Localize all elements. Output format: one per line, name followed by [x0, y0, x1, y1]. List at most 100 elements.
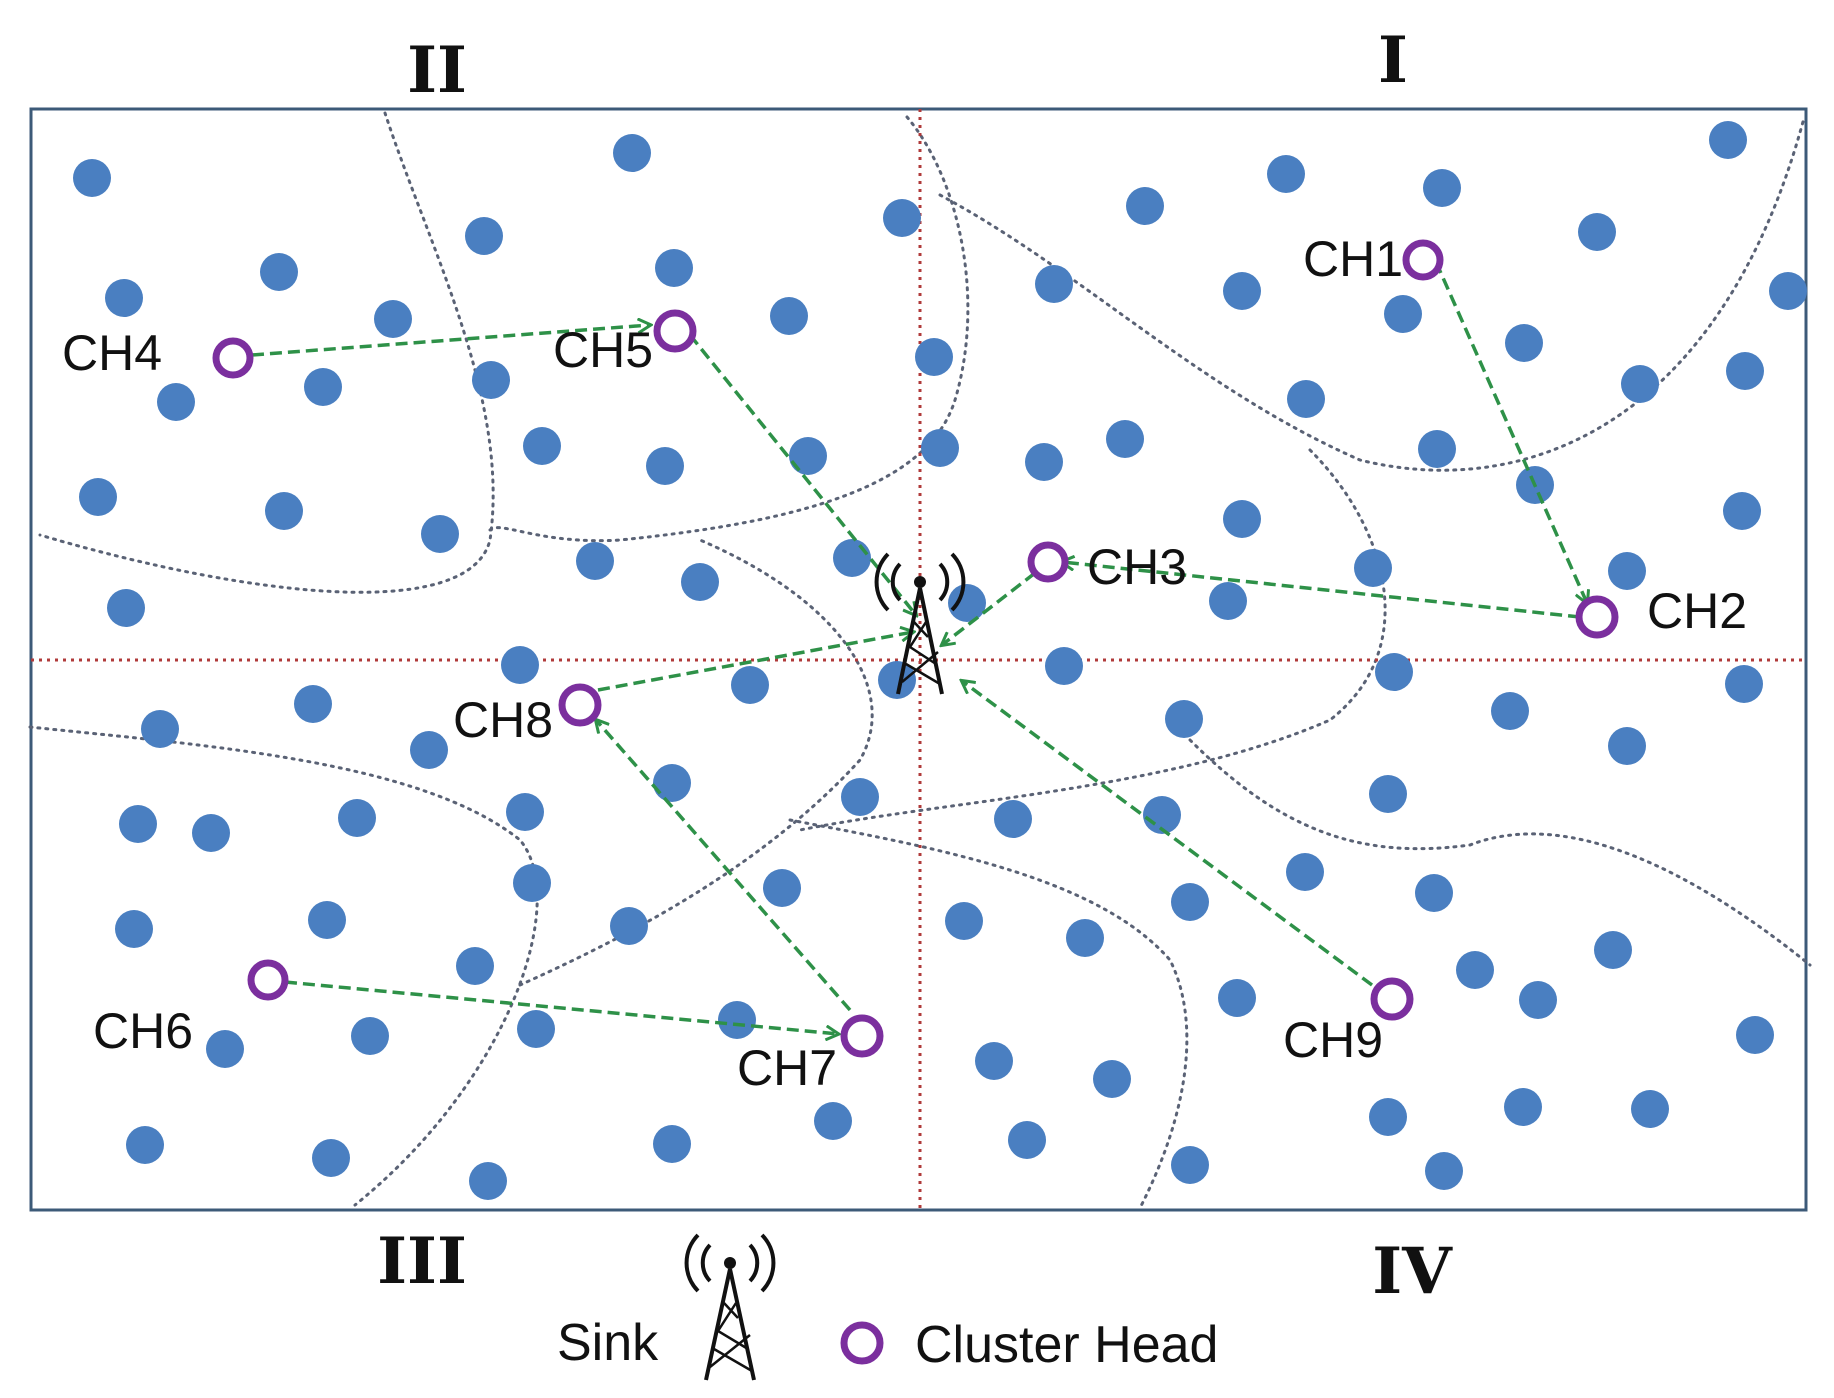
sensor-node	[421, 515, 459, 553]
sensor-node	[351, 1017, 389, 1055]
sensor-node	[1354, 549, 1392, 587]
sensor-node	[79, 478, 117, 516]
sensor-node	[613, 134, 651, 172]
cluster-head-label-ch7: CH7	[737, 1040, 837, 1096]
cluster-boundary	[28, 725, 539, 1207]
sensor-node	[157, 383, 195, 421]
sensor-node	[1106, 420, 1144, 458]
sensor-node	[1709, 121, 1747, 159]
sensor-node	[1415, 874, 1453, 912]
sensor-node	[1594, 931, 1632, 969]
sensor-node	[1631, 1090, 1669, 1128]
link-ch9-sink	[962, 681, 1374, 987]
sensor-node	[945, 902, 983, 940]
sensor-node	[1267, 155, 1305, 193]
cluster-boundary	[798, 448, 1387, 832]
sensor-node	[576, 542, 614, 580]
link-ch4-ch5	[251, 325, 650, 357]
cluster-head-label-ch1: CH1	[1303, 231, 1403, 287]
sensor-node	[1519, 981, 1557, 1019]
sensor-node	[192, 814, 230, 852]
sensor-node	[1384, 295, 1422, 333]
sensor-node	[948, 584, 986, 622]
cluster-head-ch3	[1027, 541, 1069, 583]
cluster-head-label-ch5: CH5	[553, 322, 653, 378]
cluster-heads	[212, 239, 1619, 1058]
sensor-node	[119, 805, 157, 843]
sensor-node	[646, 447, 684, 485]
sensor-node	[681, 563, 719, 601]
sensor-node	[1456, 951, 1494, 989]
cluster-boundary	[38, 111, 495, 594]
sensor-node	[456, 947, 494, 985]
sensor-node	[472, 361, 510, 399]
cluster-head-ch7	[840, 1014, 884, 1058]
sensor-node	[653, 764, 691, 802]
sensor-node	[883, 199, 921, 237]
legend: Sink Cluster Head	[557, 1233, 1218, 1381]
sensor-node	[1025, 443, 1063, 481]
sensor-nodes	[73, 121, 1807, 1200]
sensor-node	[1578, 213, 1616, 251]
sensor-node	[1218, 979, 1256, 1017]
link-ch2-ch3	[1062, 562, 1581, 619]
cluster-head-ch9	[1370, 977, 1414, 1021]
quadrant-label-4: IV	[1372, 1234, 1453, 1309]
sensor-node	[1769, 272, 1807, 310]
sensor-node	[994, 800, 1032, 838]
legend-sink-icon	[684, 1233, 776, 1381]
sensor-node	[304, 368, 342, 406]
cluster-head-label-ch8: CH8	[453, 692, 553, 748]
sensor-node	[1287, 380, 1325, 418]
sensor-node	[763, 869, 801, 907]
cluster-head-ch2	[1575, 595, 1619, 639]
sensor-node	[501, 646, 539, 684]
cluster-links	[251, 261, 1587, 1034]
sensor-node	[1608, 727, 1646, 765]
sensor-node	[308, 901, 346, 939]
sensor-node	[1726, 352, 1764, 390]
cluster-head-ch8	[558, 683, 602, 727]
sink-tower-icon	[874, 552, 966, 695]
sensor-node	[770, 297, 808, 335]
sensor-node	[1504, 1088, 1542, 1126]
sensor-node	[1369, 1098, 1407, 1136]
sensor-node	[1286, 853, 1324, 891]
legend-cluster-head-label: Cluster Head	[915, 1316, 1218, 1374]
link-ch5-sink	[688, 333, 916, 615]
sensor-node	[105, 279, 143, 317]
sensor-node	[1126, 187, 1164, 225]
cluster-head-ch6	[247, 959, 289, 1001]
sensor-node	[1425, 1152, 1463, 1190]
sensor-node	[915, 338, 953, 376]
sensor-node	[1223, 272, 1261, 310]
sensor-node	[610, 907, 648, 945]
sensor-node	[338, 799, 376, 837]
sensor-node	[833, 539, 871, 577]
sensor-node	[1223, 500, 1261, 538]
sensor-node	[517, 1010, 555, 1048]
sensor-node	[731, 666, 769, 704]
cluster-head-ch1	[1402, 239, 1444, 281]
sensor-node	[1375, 653, 1413, 691]
cluster-boundary	[518, 538, 874, 987]
legend-cluster-head-icon	[840, 1321, 884, 1365]
cluster-head-label-ch2: CH2	[1647, 583, 1747, 639]
cluster-boundary	[938, 116, 1806, 472]
sensor-node	[206, 1030, 244, 1068]
sensor-node	[975, 1042, 1013, 1080]
sensor-node	[506, 793, 544, 831]
sensor-node	[1066, 919, 1104, 957]
link-ch7-ch8	[596, 720, 852, 1012]
sensor-node	[1725, 665, 1763, 703]
sensor-node	[523, 427, 561, 465]
cluster-head-ch4	[212, 337, 254, 379]
cluster-head-label-ch9: CH9	[1283, 1012, 1383, 1068]
sensor-node	[1093, 1060, 1131, 1098]
sensor-node	[789, 437, 827, 475]
sensor-node	[73, 159, 111, 197]
sensor-node	[841, 778, 879, 816]
sensor-node	[1171, 1146, 1209, 1184]
sensor-node	[374, 300, 412, 338]
